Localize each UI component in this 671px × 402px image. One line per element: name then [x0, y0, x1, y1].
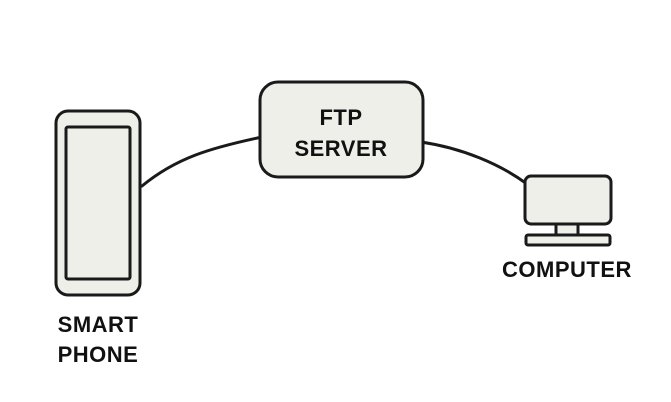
smartphone-label-line1: SMART: [58, 312, 139, 337]
ftp-server-label-line1: FTP: [319, 105, 362, 130]
computer-monitor-icon: [523, 174, 613, 247]
smartphone-label-line2: PHONE: [58, 342, 139, 367]
ftp-server-label-line2: SERVER: [294, 136, 387, 161]
ftp-server-node: [258, 80, 425, 179]
connector-phone-to-server: [140, 135, 264, 188]
smartphone-icon: [54, 109, 142, 297]
connector-server-to-computer: [419, 140, 529, 186]
computer-label: COMPUTER: [502, 257, 632, 282]
